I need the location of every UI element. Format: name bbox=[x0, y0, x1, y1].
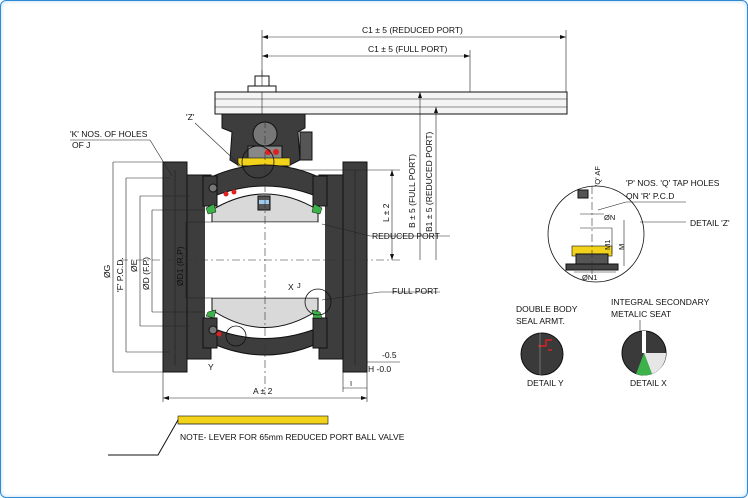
dimension-a: A ± 2 I -0.5 H -0.0 bbox=[162, 350, 400, 402]
label-j: J bbox=[297, 281, 301, 290]
dim-e-label: ØE bbox=[129, 259, 139, 272]
full-port-label: FULL PORT bbox=[392, 286, 438, 296]
height-dimensions: B ± 5 (FULL PORT) B1 ± 5 (REDUCED PORT) … bbox=[300, 92, 438, 260]
k-holes-line2: OF J bbox=[72, 140, 90, 150]
detail-y: DOUBLE BODY SEAL ARMT. DETAIL Y bbox=[516, 304, 578, 388]
diameter-dimensions: ØG 'F' P.C.D. ØE ØD (F.P) ØD1 (R.P) bbox=[102, 161, 212, 373]
ball bbox=[205, 193, 323, 328]
dim-c1-full-label: C1 ± 5 (FULL PORT) bbox=[368, 44, 447, 54]
detail-z-q-af: 'Q' AF bbox=[593, 166, 602, 186]
dim-a-label: A ± 2 bbox=[253, 386, 273, 396]
detail-z-dim-m: M bbox=[617, 244, 626, 250]
detail-x-caption-line1: INTEGRAL SECONDARY bbox=[611, 297, 710, 307]
note-lever-label: NOTE- LEVER FOR 65mm REDUCED PORT BALL V… bbox=[180, 432, 405, 442]
detail-x: INTEGRAL SECONDARY METALIC SEAT DETAIL X bbox=[611, 297, 710, 388]
reduced-port-label: REDUCED PORT bbox=[372, 231, 440, 241]
k-holes-line1: 'K' NOS. OF HOLES bbox=[70, 129, 148, 139]
lever bbox=[214, 70, 568, 118]
label-z: 'Z' bbox=[186, 112, 195, 122]
detail-z-title: DETAIL 'Z' bbox=[690, 218, 730, 228]
dim-d1-label: ØD1 (R.P) bbox=[175, 246, 185, 286]
lever-note: NOTE- LEVER FOR 65mm REDUCED PORT BALL V… bbox=[108, 415, 405, 456]
dimension-c1: C1 ± 5 (REDUCED PORT) C1 ± 5 (FULL PORT) bbox=[261, 25, 567, 100]
dim-g-label: ØG bbox=[102, 265, 112, 278]
detail-z-p-holes-line2: ON 'R' P.C.D bbox=[626, 191, 674, 201]
tol-h-label: H -0.0 bbox=[368, 364, 391, 374]
detail-z: 'Q' AF 'P' NOS. 'Q' TAP HOLES ON 'R' P.C… bbox=[547, 166, 730, 283]
detail-z-dim-n1: ØN1 bbox=[582, 273, 597, 282]
dim-l-label: L ± 2 bbox=[381, 203, 391, 222]
dim-d-label: ØD (F.P) bbox=[141, 257, 151, 290]
dim-f-pcd-label: 'F' P.C.D. bbox=[115, 257, 125, 292]
dim-i-label: I bbox=[350, 379, 352, 388]
label-x: X bbox=[288, 282, 294, 292]
detail-z-dim-n: ØN bbox=[604, 213, 615, 222]
detail-x-caption-line2: METALIC SEAT bbox=[611, 309, 671, 319]
k-holes-callout: 'K' NOS. OF HOLES OF J 'Z' bbox=[70, 112, 275, 179]
detail-x-title: DETAIL X bbox=[630, 378, 667, 388]
top-works bbox=[221, 113, 313, 173]
dim-b1-reduced-label: B1 ± 5 (REDUCED PORT) bbox=[424, 131, 434, 232]
detail-y-caption-line1: DOUBLE BODY bbox=[516, 304, 578, 314]
port-callouts: REDUCED PORT FULL PORT X J Y bbox=[208, 223, 450, 372]
detail-z-dim-m1: M1 bbox=[603, 240, 612, 250]
dim-c1-reduced-label: C1 ± 5 (REDUCED PORT) bbox=[362, 25, 463, 35]
label-y: Y bbox=[208, 362, 214, 372]
tol-minus-label: -0.5 bbox=[382, 350, 397, 360]
detail-y-caption-line2: SEAL ARMT. bbox=[516, 316, 565, 326]
dim-b-full-label: B ± 5 (FULL PORT) bbox=[407, 154, 417, 228]
detail-y-title: DETAIL Y bbox=[527, 378, 564, 388]
detail-z-p-holes-line1: 'P' NOS. 'Q' TAP HOLES bbox=[626, 178, 720, 188]
